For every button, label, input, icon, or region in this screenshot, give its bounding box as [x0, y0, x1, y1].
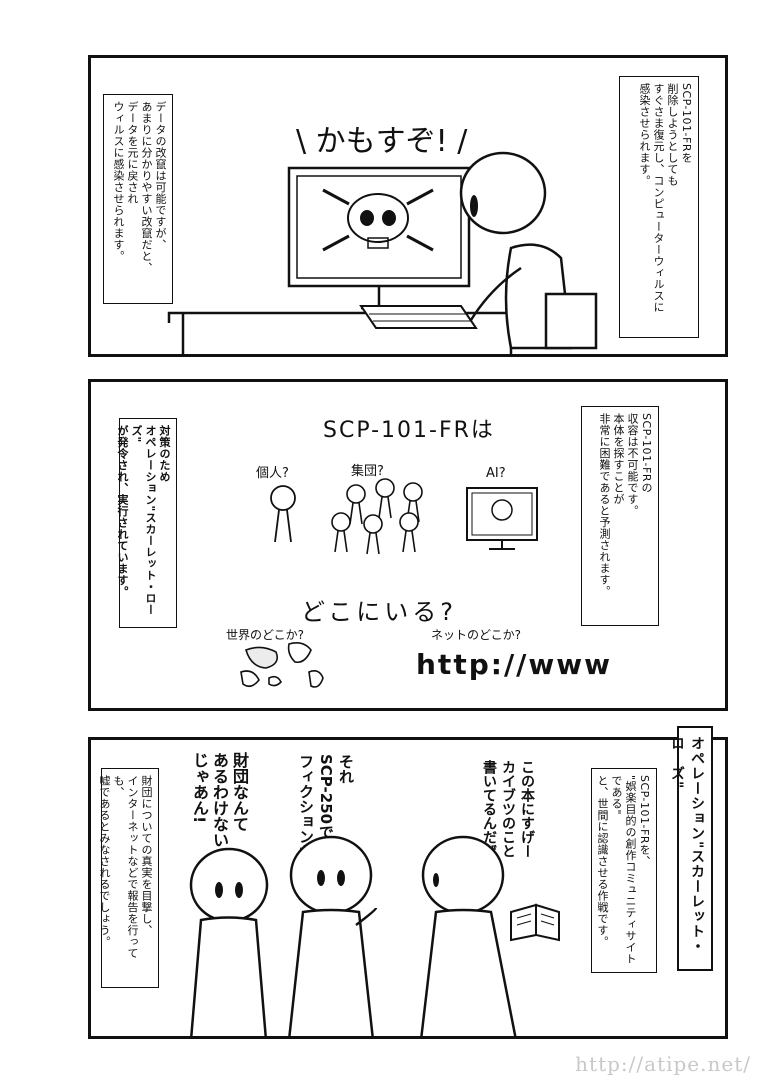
suspects-scene — [240, 478, 538, 688]
panel-3: 財団についての真実を目撃し、 インターネットなどで報告を行っても、 嘘であるとみ… — [88, 737, 728, 1039]
panel-1: データの改竄は可能ですが、 あまりに分かりやすい改竄だと、 データを元に戻され … — [88, 55, 728, 357]
speech-line: 財団なんて — [230, 752, 249, 832]
caption-line: すぐさま復元し、コンピューターウィルスに — [652, 83, 665, 313]
caption-line: 削除しようとしても — [666, 83, 679, 187]
person-middle-head — [289, 835, 373, 915]
book-icon — [510, 903, 560, 942]
caption-line: "娯楽目的の創作コミュニティサイトである" — [610, 775, 637, 965]
caption-line: データの改竄は可能ですが、 — [154, 101, 167, 251]
caption-line: 収容は不可能です。 — [626, 413, 639, 517]
speech-line: あるわけない — [210, 752, 229, 848]
caption-right-3: SCP-101-FRを、 "娯楽目的の創作コミュニティサイトである" と、世間に… — [591, 768, 657, 973]
caption-line: SCP-101-FRを — [680, 83, 693, 164]
speech-left: 財団なんて あるわけない じゃあん! — [189, 752, 249, 862]
skull-icon — [347, 193, 409, 243]
label-person: 個人? — [256, 466, 289, 481]
caption-line: ウィルスに感染させられます。 — [112, 101, 125, 262]
caption-line: インターネットなどで報告を行っても、 — [112, 775, 139, 959]
world-map — [240, 642, 324, 688]
caption-line: 本体を探すことが — [612, 413, 625, 505]
caption-line: 対策のため — [158, 425, 171, 483]
caption-line: 感染させられます。 — [638, 83, 651, 187]
caption-line: SCP-101-FRを、 — [638, 775, 651, 867]
person-arm — [469, 266, 522, 321]
person-head — [459, 151, 547, 235]
person-middle-body — [288, 908, 374, 1036]
caption-line: オペレーション"スカーレット・ローズ" — [130, 425, 157, 616]
caption-line: と、世間に認識させる作戦です。 — [596, 775, 609, 948]
speech-line: カイブツのこと — [500, 760, 516, 858]
caption-right-1: SCP-101-FRを 削除しようとしても すぐさま復元し、コンピューターウィル… — [619, 76, 699, 338]
label-world: 世界のどこか? — [226, 628, 305, 642]
label-group: 集団? — [351, 464, 384, 479]
chair — [544, 292, 598, 350]
shout-text: \ かもすぞ! / — [296, 124, 468, 159]
person-left-head — [189, 847, 269, 923]
caption-line: 嘘であるとみなされるでしょう。 — [98, 775, 111, 948]
caption-right-2: SCP-101-FRの 収容は不可能です。 本体を探すことが 非常に困難であると… — [581, 406, 659, 626]
watermark: http://atipe.net/ — [575, 1052, 751, 1076]
speech-right: この本にすげー カイブツのこと 書いてるんだぜ! — [479, 760, 536, 880]
caption-line: データを元に戻され — [126, 101, 139, 205]
operation-title: オペレーション"スカーレット・ローズ" — [669, 726, 713, 971]
speech-line: この本にすげー — [519, 760, 535, 858]
person-left-body — [190, 916, 267, 1036]
caption-line: SCP-101-FRの — [640, 413, 653, 494]
caption-left-1: データの改竄は可能ですが、 あまりに分かりやすい改竄だと、 データを元に戻され … — [103, 94, 173, 304]
monitor — [287, 166, 471, 288]
speech-line: じゃあん! — [190, 752, 209, 824]
keyboard-icon — [359, 305, 478, 329]
caption-line: 財団についての真実を目撃し、 — [140, 775, 153, 936]
question-text: どこにいる? — [301, 598, 458, 626]
people-scene — [189, 835, 560, 1036]
person-right-body — [420, 908, 517, 1036]
person-figure — [270, 485, 296, 511]
group-figures — [331, 478, 423, 555]
caption-line: あまりに分かりやすい改竄だと、 — [140, 101, 153, 274]
caption-line: が発令され、実行されています。 — [116, 425, 129, 598]
heading-text: SCP-101-FRは — [323, 418, 495, 443]
caption-line: 非常に困難であると予測されます。 — [598, 413, 611, 597]
url-text: http://www — [416, 648, 612, 681]
computer-scene — [167, 151, 598, 354]
label-ai: AI? — [486, 466, 506, 481]
panel-2: 対策のため オペレーション"スカーレット・ローズ" が発令され、実行されています… — [88, 379, 728, 711]
speech-line: それ — [337, 754, 355, 784]
caption-left-3: 財団についての真実を目撃し、 インターネットなどで報告を行っても、 嘘であるとみ… — [98, 768, 159, 988]
caption-left-2: 対策のため オペレーション"スカーレット・ローズ" が発令され、実行されています… — [116, 418, 177, 628]
speech-line: 書いてるんだぜ! — [481, 760, 497, 865]
label-net: ネットのどこか? — [431, 628, 522, 642]
